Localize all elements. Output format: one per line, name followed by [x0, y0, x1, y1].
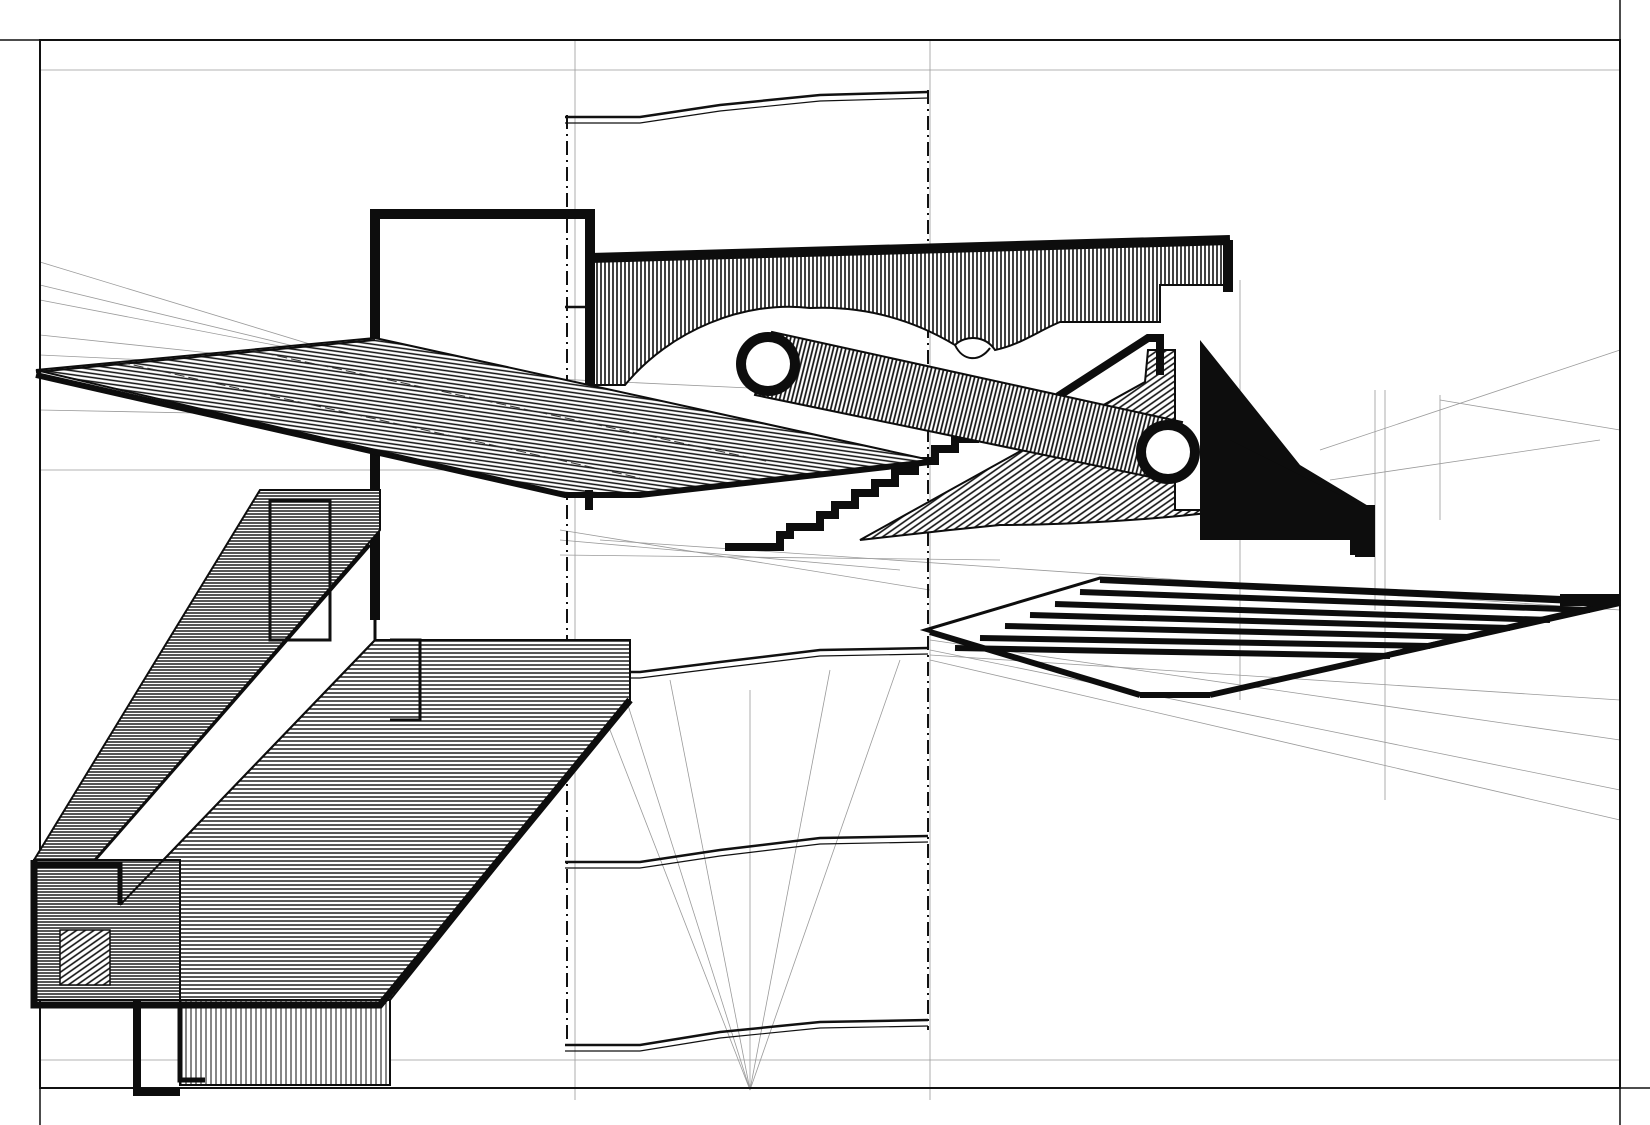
striped-floating-plane [919, 576, 1621, 698]
hatched-bridge-section [589, 235, 1233, 386]
dash-dot-axis-band [566, 90, 929, 1050]
cylindrical-tube [736, 330, 1200, 484]
wavy-section-lines [565, 90, 929, 1052]
tilted-roof-plane [35, 336, 931, 510]
cantilevered-slab-assembly [30, 489, 633, 1096]
